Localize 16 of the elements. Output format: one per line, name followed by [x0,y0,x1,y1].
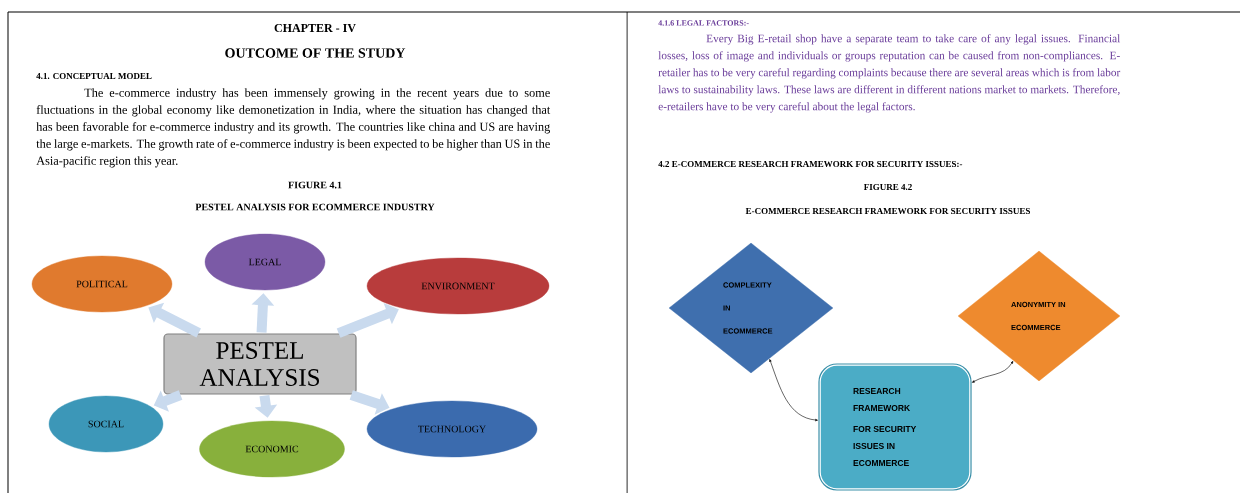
chapter-heading: CHAPTER - IV [274,23,356,33]
arrow [972,361,1014,383]
arrow [336,303,399,338]
figure-number: FIGURE 4.1 [288,181,342,189]
section-heading: 4.1.6 LEGAL FACTORS:- [658,20,749,26]
figure-title: E-COMMERCE RESEARCH FRAMEWORK FOR SECURITY ISSUES [745,207,1030,215]
arrow [769,359,818,422]
section-heading: 4.1. CONCEPTUAL MODEL [36,72,152,80]
paragraph: Every Big E-retail shop have a separate team to take care of any legal issues. Financial losses, loss of image and individuals or groups reputation can be caused from non-compliances. E-retailer has to be very careful regarding complaints because there are several areas which is from labor laws to sustainability laws. These laws are different in different nations market to markets. Therefore, e-retailers have to be very careful about the legal factors. [658,34,1121,113]
label-box: PESTEL ANALYSIS [163,333,357,395]
rounded-box: RESEARCH FRAMEWORK FOR SECURITY ISSUES IN ECOMMERCE [817,362,973,492]
figure-title: PESTEL ANALYSIS FOR ECOMMERCE INDUSTRY [195,203,435,211]
paragraph: The e-commerce industry has been immensely growing in the recent years due to some fluctuations in the global economy like demonetization in India, where the situation has changed that has been favorable for e-commerce industry and its growth. The countries like china and US are having the large e-markets. The growth rate of e-commerce industry is been expected to be higher than US in the Asia-pacific region this year. [36,88,551,168]
figure-number: FIGURE 4.2 [863,183,912,191]
chapter-title: OUTCOME OF THE STUDY [225,48,406,58]
section-heading: 4.2 E-COMMERCE RESEARCH FRAMEWORK FOR SECURITY ISSUES:- [658,160,963,168]
